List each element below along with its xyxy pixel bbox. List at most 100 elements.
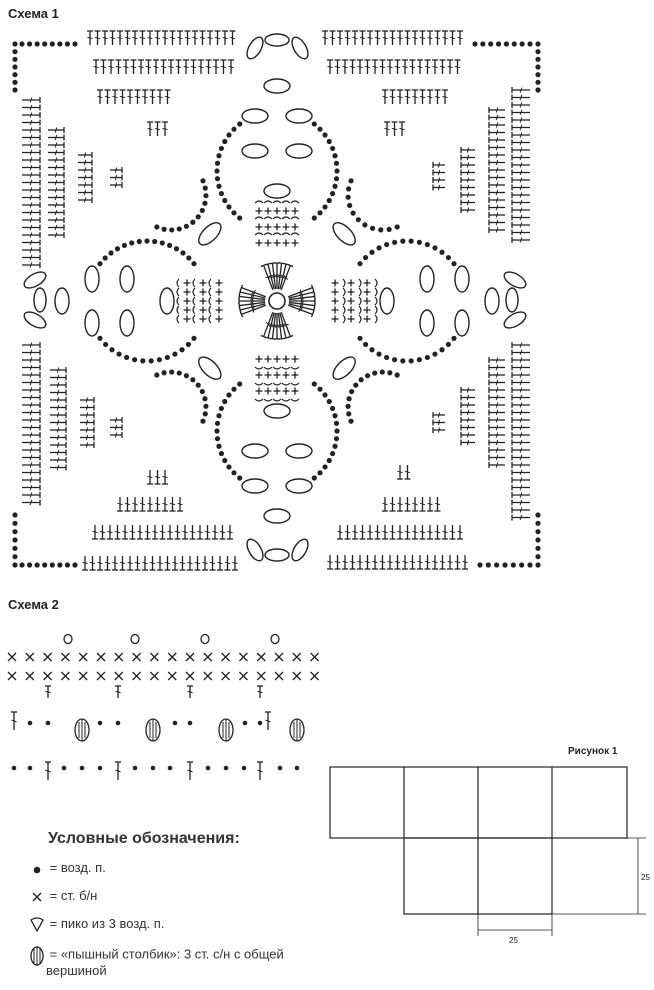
chain-loop-oval [263,183,291,199]
chain-arc [281,200,291,204]
chain-loop-oval [23,271,47,289]
chain-dot [164,354,170,361]
chain-loop-oval [33,287,47,313]
chain-dot [11,765,17,771]
chain-dot [61,765,67,771]
chain-arc [358,314,362,324]
chain-dot [364,373,371,379]
dc-stitch [329,30,336,45]
chain-dot [535,554,541,560]
dc-stitch [80,412,95,418]
chain-dot [400,358,406,364]
chain-dot [154,372,160,378]
dc-stitch [488,227,505,233]
dc-stitch [78,174,93,181]
dc-stitch [190,59,197,74]
chain-dot [159,240,165,246]
chain-loop-oval [241,108,269,124]
sc-cross [292,652,302,662]
chain-dot [495,41,502,47]
chain-dot [214,168,220,174]
chain-loop-oval [419,309,435,337]
chain-arc [272,398,282,402]
chain-dot [202,200,208,206]
dc-stitch [288,304,315,318]
chain-arc [281,216,291,220]
dc-stitch [174,525,181,540]
sc-cross [43,671,53,681]
chain-arc [374,305,378,315]
chain-dot [333,176,340,182]
dc-stitch [488,189,505,196]
dc-stitch [97,89,103,104]
chain-dot [12,545,18,551]
chain-dot [202,396,208,402]
chain-arc [358,278,362,288]
dc-stitch [22,149,41,156]
dc-stitch [160,59,167,74]
dc-stitch [78,159,93,166]
scheme2-title: Схема 2 [8,597,59,612]
chain-dot [480,41,486,47]
sc-plus [347,279,355,287]
sc-cross [256,671,266,681]
dc-stitch [92,525,98,540]
chain-arc [192,296,196,306]
chain-dot [222,398,228,405]
chain-dot [347,202,353,209]
dc-stitch [454,59,461,74]
chain-dot [519,562,525,568]
dc-stitch [177,30,183,45]
sc-cross [185,652,195,662]
dc-stitch [22,394,41,401]
sc-plus [215,297,223,305]
chain-dot [535,529,541,535]
dc-stitch [182,525,188,540]
chain-dot [214,420,221,426]
dc-stitch [212,525,218,540]
dc-stitch [115,761,121,780]
dc-stitch [87,30,93,45]
dc-stitch [164,89,171,104]
chain-dot [129,240,135,246]
chain-loop-oval [246,36,264,60]
chain-dot [322,204,328,210]
dc-stitch [22,262,41,268]
chain-loop-oval [119,265,135,293]
chain-dot [332,413,338,419]
sc-cross [238,652,248,662]
dc-stitch [99,525,106,540]
dc-stitch [402,59,408,74]
dc-stitch [119,89,126,104]
dc-stitch [412,30,418,45]
figure1-title: Рисунок 1 [568,746,618,757]
dc-stitch [260,312,274,339]
dc-stitch [419,525,426,540]
sc-plus [255,355,263,363]
dc-stitch [397,89,403,104]
dc-stitch [417,555,423,570]
chain-loop-oval [332,222,356,246]
chain-dot [169,227,175,233]
dc-stitch [511,117,530,123]
sc-cross [167,652,177,662]
dc-stitch [511,169,530,176]
dc-stitch [89,556,96,571]
chain-arc [374,296,378,306]
dc-stitch [488,394,505,401]
dc-stitch [488,364,505,371]
chain-dot [372,370,378,376]
dc-stitch [22,202,41,208]
dc-stitch [50,419,67,426]
dc-stitch [460,169,475,176]
sc-plus [264,387,272,395]
chain-dot [154,224,160,230]
chain-dot [19,41,25,47]
dc-stitch [50,434,67,441]
chain-loop-oval [263,403,291,419]
chain-dot [294,765,300,771]
chain-dot [392,357,398,363]
dc-stitch [511,192,530,198]
dc-stitch [110,432,123,438]
sc-plus [273,223,281,231]
